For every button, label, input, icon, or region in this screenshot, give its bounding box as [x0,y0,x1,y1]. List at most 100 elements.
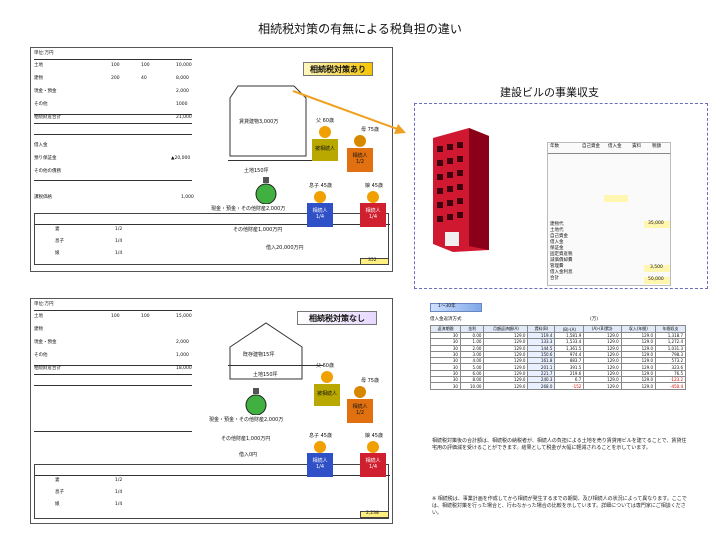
sheet-value: 50,000 [648,277,664,282]
row-value: 200 [111,76,120,81]
money-bag-icon [255,177,277,204]
table-cell: 129.0 [620,376,657,384]
table-cell: 8.00 [459,376,485,384]
heir-label: 相続人 [365,208,381,214]
table-cell: 129.0 [620,357,657,365]
sheet-label: 土地代 [550,228,564,233]
table-cell: -152 [554,382,585,390]
father-age: 父 60歳 [316,118,334,124]
col-header: (A)-(B)累計 [583,325,622,333]
cashflow-heading: 1～30年 [438,304,456,309]
daughter-icon [367,191,379,203]
col-header: 月額返済額(A) [483,325,529,333]
heir-name: 娘 [55,251,60,256]
unit-label: 単位:万円 [34,302,54,307]
heir-label: 相続人 [312,458,328,464]
building-label: 賃貸建物3,000万 [239,119,279,125]
row-value: 1,000 [176,353,189,358]
col-header: 年間収支 [655,325,686,333]
sheet-label: 自己資金 [550,234,568,239]
heir-name: 息子 [55,239,64,244]
son-age: 息子 45歳 [309,183,332,189]
sheet-label: 減価償却費 [550,258,573,263]
table-cell: 76.5 [655,369,686,378]
table-cell: 798.3 [655,350,686,359]
row-value: 2,000 [176,89,189,94]
table-cell: 129.0 [620,350,657,359]
row-label: 現金・預金 [34,340,57,345]
mother-icon [354,135,366,147]
table-cell: 129.0 [483,331,529,340]
row-value: 100 [111,63,120,68]
heir-label: 相続人 [352,153,368,159]
table-cell: 5.00 [459,363,485,371]
table-cell: 1,031.3 [655,344,686,352]
father-age: 父 60歳 [316,363,334,369]
without-measures-tag: 相続税対策なし [297,311,377,325]
heir-share: 1/2 [115,478,123,483]
sheet-label: 合計 [550,276,559,281]
row-label: 土地 [34,63,43,68]
money-bag-icon [245,388,267,415]
heir-share: 1/2 [355,159,365,165]
daughter-age: 娘 45歳 [365,433,383,439]
sheet-label: 建物代 [550,222,564,227]
table-cell: -123.2 [655,376,686,384]
cashflow-section: 1～30年 借入金返済方式 (万) 返済期間 金利 月額返済額(A) 賃料(B)… [430,303,688,403]
cash-label: 現金・預金・その他財産2,000万 [211,206,286,212]
heir-name: 娘 [55,502,60,507]
table-cell: 129.0 [483,344,529,352]
table-cell: 10.00 [459,382,485,390]
note-1: 相続税対策後の合計額は、相続税の納税者が、相続人の負担による土地を売り賃貸用ビル… [432,438,687,451]
cashflow-subheading: 借入金返済方式 [430,317,462,322]
row-value: 2,000 [176,340,189,345]
sheet-header: 年数 [550,144,559,149]
cashflow-table: 返済期間 金利 月額返済額(A) 賃料(B) (B)-(A) (A)-(B)累計… [430,325,686,390]
heir-share: 1/4 [368,214,378,220]
col-header: 金利 [459,325,485,333]
mother-age: 母 75歳 [361,378,379,384]
table-cell: 129.0 [620,338,657,346]
debt-row: 預り保証金 [34,156,57,161]
table-cell: 129.0 [483,369,529,378]
panel-with-measures: 単位:万円 土地 100 100 10,000 建物 200 40 8,000 … [30,47,393,272]
father-icon [321,371,333,383]
row-value: 100 [141,63,150,68]
heir-share: 1/4 [368,464,378,470]
unit-label: 単位:万円 [34,51,54,56]
daughter-icon [367,441,379,453]
table-cell: 268.0 [527,382,556,390]
mother-icon [354,386,366,398]
mother-age: 母 75歳 [361,127,379,133]
heir-share: 1/4 [115,502,123,507]
father-body: 被相続人 [312,139,338,161]
heir-label: 相続人 [352,404,368,410]
total-value: 21,000 [176,115,192,120]
heir-share: 1/4 [115,490,123,495]
col-header: 収入(年間) [620,325,657,333]
summary-amount: 352 [368,258,377,263]
table-cell: 1.00 [459,338,485,346]
note-2: ※ 相続税は、事業計画を作成してから相続が発生するまでの期間、及び相続人の状況に… [432,496,687,516]
loan-label: 借入0円 [239,452,258,458]
land-label: 土地150坪 [253,372,278,378]
heir-name: 妻 [55,227,60,232]
sheet-header: 自己資金 [582,144,600,149]
sheet-label: 借入金 [550,240,564,245]
table-cell: 129.0 [620,369,657,378]
table-cell: 1,272.4 [655,338,686,346]
with-measures-tag: 相続税対策あり [303,62,373,76]
row-value: 40 [141,76,147,81]
son-icon [314,441,326,453]
table-cell: 129.0 [620,331,657,340]
col-header: (B)-(A) [554,325,585,333]
sheet-header: 借入金 [608,144,622,149]
